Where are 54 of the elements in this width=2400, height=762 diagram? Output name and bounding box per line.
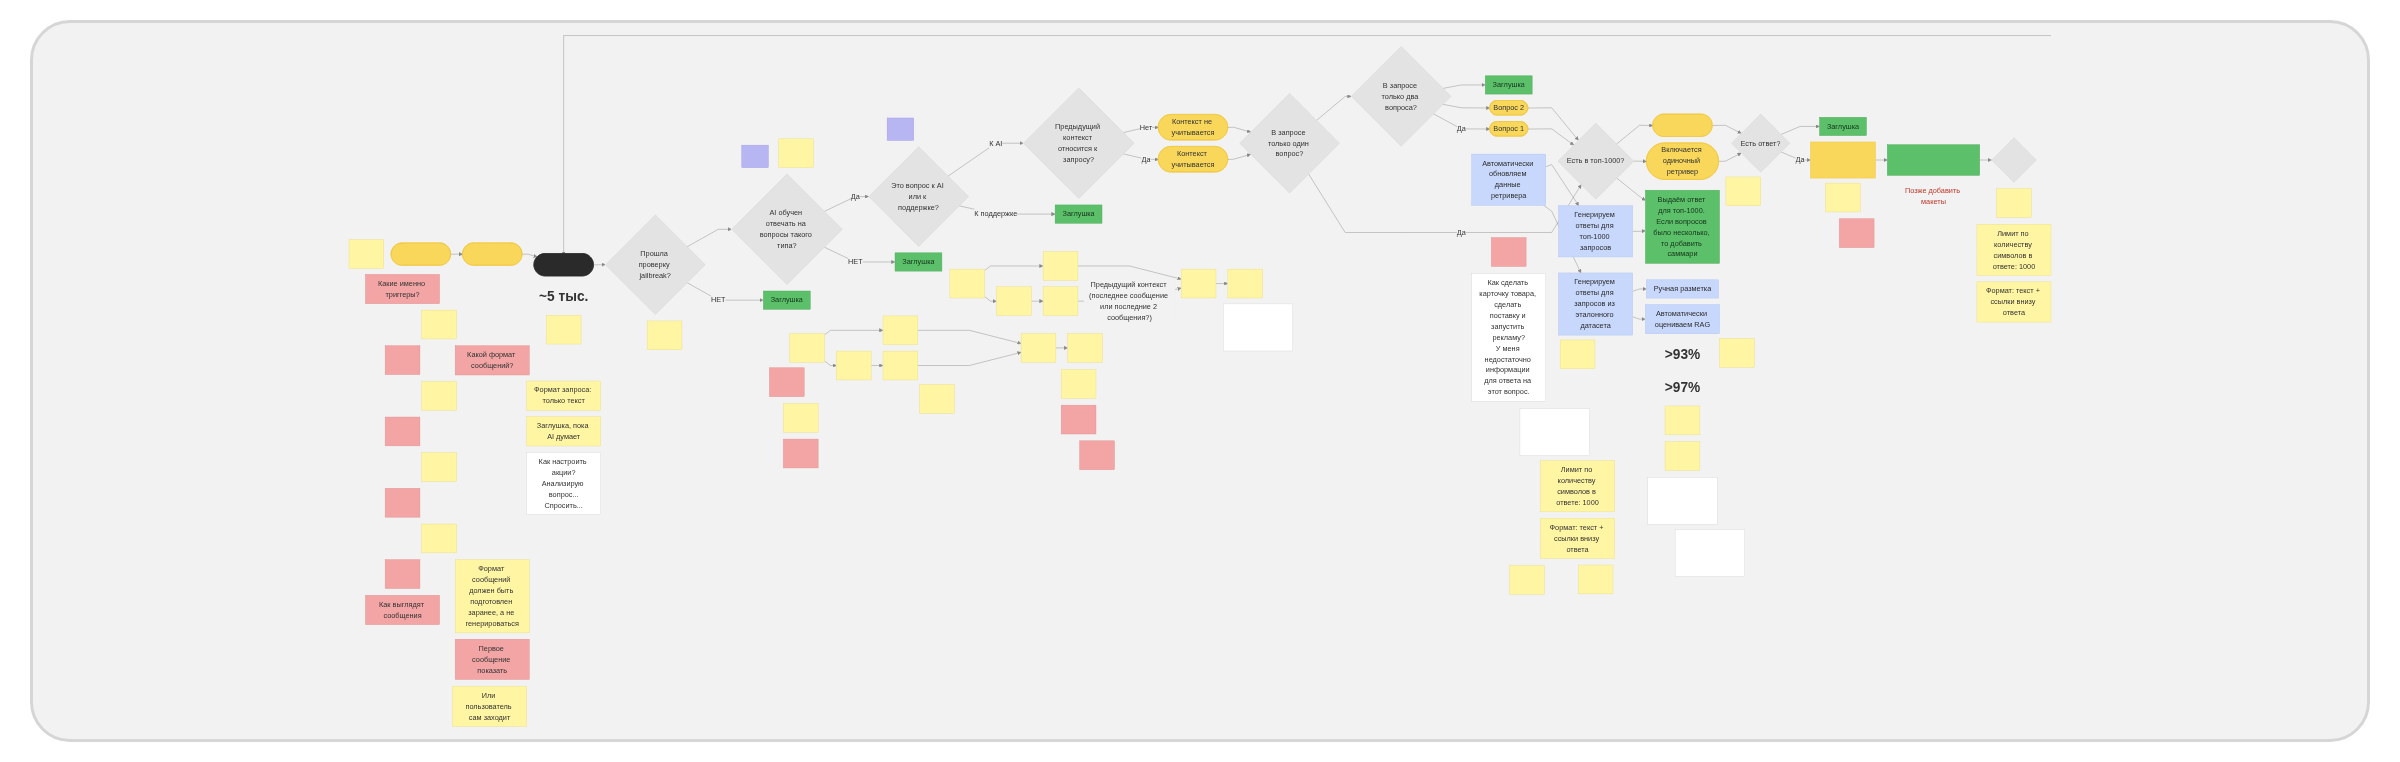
node-box	[1996, 188, 2032, 218]
node-box	[1042, 286, 1079, 316]
node-box	[546, 315, 582, 345]
node-box	[836, 350, 872, 381]
node-box	[1664, 405, 1701, 435]
node-box	[1491, 237, 1527, 267]
node-box	[1509, 565, 1545, 595]
node-box	[919, 384, 955, 414]
node-box	[1060, 369, 1097, 399]
node-box	[1719, 338, 1755, 368]
node-box	[421, 309, 457, 340]
node-box	[996, 286, 1032, 316]
node-box	[1180, 268, 1217, 299]
node-box	[1887, 144, 1980, 176]
node-box	[421, 452, 457, 482]
node-box	[1825, 182, 1861, 213]
node-box	[1578, 564, 1614, 595]
node-box	[348, 239, 384, 269]
node-box	[1227, 268, 1263, 299]
node-box	[783, 403, 819, 433]
node-box	[1042, 251, 1079, 281]
node-box	[1839, 218, 1875, 248]
node-box	[421, 381, 457, 411]
node-label: >97%	[1664, 379, 1701, 395]
node-box	[741, 144, 769, 168]
node-box	[783, 438, 819, 469]
node-box	[882, 350, 918, 381]
node-diamond	[1991, 137, 2037, 183]
node-label: >93%	[1664, 346, 1701, 362]
node-box	[384, 559, 421, 589]
node-box	[1664, 441, 1701, 471]
node-box	[384, 416, 421, 447]
node-box	[421, 523, 457, 554]
node-box	[1674, 529, 1745, 577]
node-label: ~5 тыс.	[539, 288, 589, 304]
node-box	[1223, 303, 1293, 352]
node-box	[1559, 339, 1596, 369]
node-box	[789, 333, 825, 363]
node-box	[1810, 141, 1876, 179]
node-box	[646, 320, 683, 350]
node-box	[384, 345, 421, 375]
node-box	[886, 117, 914, 141]
node-box	[1067, 333, 1103, 363]
node-box	[1060, 404, 1097, 435]
node-box	[769, 367, 805, 397]
node-box	[384, 488, 421, 518]
node-box	[1725, 176, 1761, 206]
node-box	[1519, 408, 1590, 456]
node-box	[778, 138, 814, 168]
node-box	[949, 268, 985, 299]
node-box	[1020, 333, 1057, 363]
node-box	[1647, 477, 1718, 525]
node-box	[1079, 440, 1115, 470]
node-box	[882, 315, 918, 345]
